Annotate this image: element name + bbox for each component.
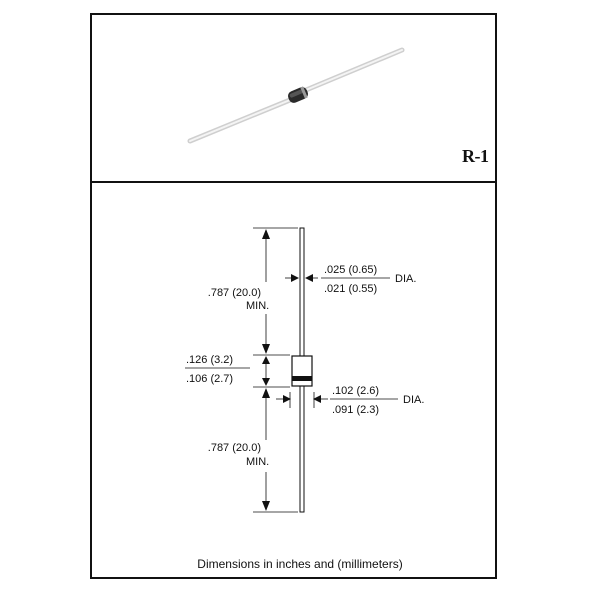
top-lead-length-note: MIN. [246, 300, 269, 312]
top-lead-length-label: .787 (20.0) [208, 287, 261, 299]
bottom-lead-length-label: .787 (20.0) [208, 442, 261, 454]
section-divider [90, 181, 497, 183]
body-dia-min-label: .091 (2.3) [332, 404, 379, 416]
body-length-min-label: .106 (2.7) [186, 373, 233, 385]
arrowheads [262, 229, 321, 511]
body-dia-suffix: DIA. [403, 394, 424, 406]
dimensions-caption: Dimensions in inches and (millimeters) [197, 557, 403, 571]
lead-dia-min-label: .021 (0.55) [324, 283, 377, 295]
datasheet-frame [90, 13, 497, 579]
lead-dia-suffix: DIA. [395, 273, 416, 285]
bottom-lead-length-note: MIN. [246, 456, 269, 468]
body-length-max-label: .126 (3.2) [186, 354, 233, 366]
outline-drawing [253, 227, 328, 513]
lead-dia-max-label: .025 (0.65) [324, 264, 377, 276]
package-name: R-1 [462, 146, 489, 166]
body-dia-max-label: .102 (2.6) [332, 385, 379, 397]
diode-photo [187, 47, 405, 144]
